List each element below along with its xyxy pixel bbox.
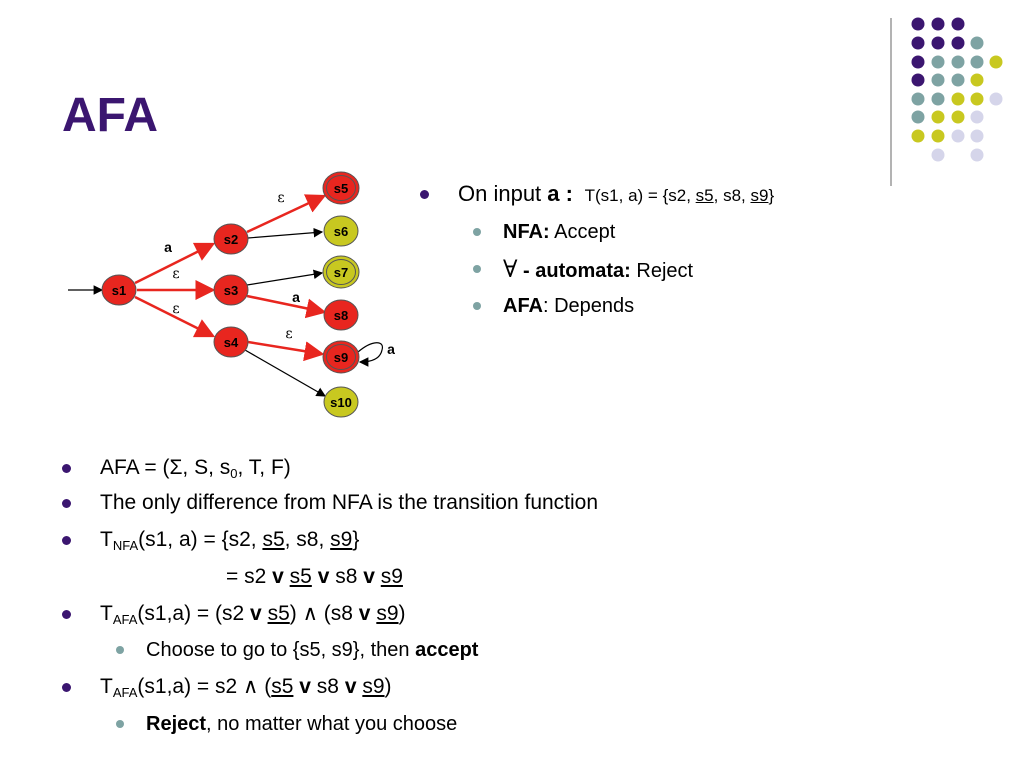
- bullet-afa-tuple: AFA = (Σ, S, s0, T, F): [62, 455, 291, 487]
- bullet-reject: Reject, no matter what you choose: [116, 711, 457, 737]
- edge-s4-s9: [247, 340, 325, 362]
- label-s1-s3: ε: [172, 266, 179, 282]
- vertical-divider: [890, 18, 892, 186]
- svg-text:s5: s5: [334, 181, 348, 196]
- slide-title: AFA: [62, 89, 158, 142]
- bullet-t-afa-1: TAFA(s1,a) = (s2 v s5) ∧ (s8 v s9): [62, 601, 406, 633]
- dot-row-3: [911, 55, 1003, 69]
- dot-row-2: [911, 36, 984, 50]
- bullet-forall-automata: ∀ - automata: Reject: [473, 255, 693, 284]
- svg-text:s2: s2: [224, 232, 238, 247]
- node-s9: s9: [322, 340, 360, 374]
- bullet-dot: [473, 228, 481, 236]
- bullet-dot: [473, 302, 481, 310]
- svg-text:s8: s8: [334, 308, 348, 323]
- bullet-dot: [62, 499, 71, 508]
- forall-symbol: ∀: [503, 255, 518, 283]
- node-s7: s7: [322, 255, 360, 289]
- edge-s3-s8: [246, 294, 327, 319]
- label-s1-s2: a: [164, 239, 172, 255]
- label-s9-loop: a: [387, 341, 395, 357]
- bullet-nfa: NFA: Accept: [473, 219, 615, 245]
- label-s3-s8: a: [292, 289, 300, 305]
- label-s2-s5: ε: [277, 190, 284, 206]
- bullet-dot: [62, 610, 71, 619]
- node-s8: s8: [323, 299, 359, 331]
- bullet-t-nfa: TNFA(s1, a) = {s2, s5, s8, s9}: [62, 527, 359, 559]
- bullet-choose-accept: Choose to go to {s5, s9}, then accept: [116, 637, 478, 663]
- decorative-dot-grid: [911, 17, 1003, 162]
- automaton-diagram: s1 s2 s3 s4 s5 s6 s7 s8 s9 s10 a ε ε ε a…: [68, 171, 395, 418]
- node-s10: s10: [323, 386, 359, 418]
- edge-s3-s7: [246, 269, 324, 286]
- dot-row-5: [911, 92, 1003, 106]
- svg-text:s6: s6: [334, 224, 348, 239]
- svg-text:s10: s10: [330, 395, 352, 410]
- svg-text:s7: s7: [334, 265, 348, 280]
- node-s6: s6: [323, 215, 359, 247]
- dot-row-8: [931, 148, 984, 162]
- node-s5: s5: [322, 171, 360, 205]
- bullet-dot: [473, 265, 481, 273]
- bullet-dot: [116, 646, 124, 654]
- bullet-dot: [116, 720, 124, 728]
- svg-text:s3: s3: [224, 283, 238, 298]
- bullet-t-afa-2: TAFA(s1,a) = s2 ∧ (s5 v s8 v s9): [62, 674, 392, 706]
- edge-s9-loop: [357, 342, 383, 367]
- node-s4: s4: [213, 326, 249, 358]
- bullet-dot: [420, 190, 429, 199]
- dot-row-1: [911, 17, 965, 31]
- dot-row-4: [911, 73, 984, 87]
- edge-s1-s4: [134, 295, 216, 338]
- dot-row-7: [911, 129, 984, 143]
- svg-text:s4: s4: [224, 335, 239, 350]
- svg-text:s9: s9: [334, 350, 348, 365]
- line-nfa-disjunction: = s2 v s5 v s8 v s9: [226, 565, 403, 588]
- bullet-afa: AFA: Depends: [473, 293, 634, 319]
- node-s2: s2: [213, 223, 249, 255]
- label-s4-s9: ε: [285, 326, 292, 342]
- edge-s2-s5: [246, 194, 327, 234]
- bullet-dot: [62, 683, 71, 692]
- edge-s1-s2: [134, 242, 216, 285]
- bullet-on-input: On input a : T(s1, a) = {s2, s5, s8, s9}: [420, 181, 774, 209]
- label-s1-s4: ε: [172, 301, 179, 317]
- node-s1: s1: [101, 274, 137, 306]
- bullet-dot: [62, 536, 71, 545]
- edge-s2-s6: [247, 227, 324, 239]
- bullet-difference: The only difference from NFA is the tran…: [62, 490, 598, 516]
- bullet-dot: [62, 464, 71, 473]
- node-s3: s3: [213, 274, 249, 306]
- edge-s4-s10: [244, 349, 327, 397]
- svg-text:s1: s1: [112, 283, 126, 298]
- dot-row-6: [911, 110, 984, 124]
